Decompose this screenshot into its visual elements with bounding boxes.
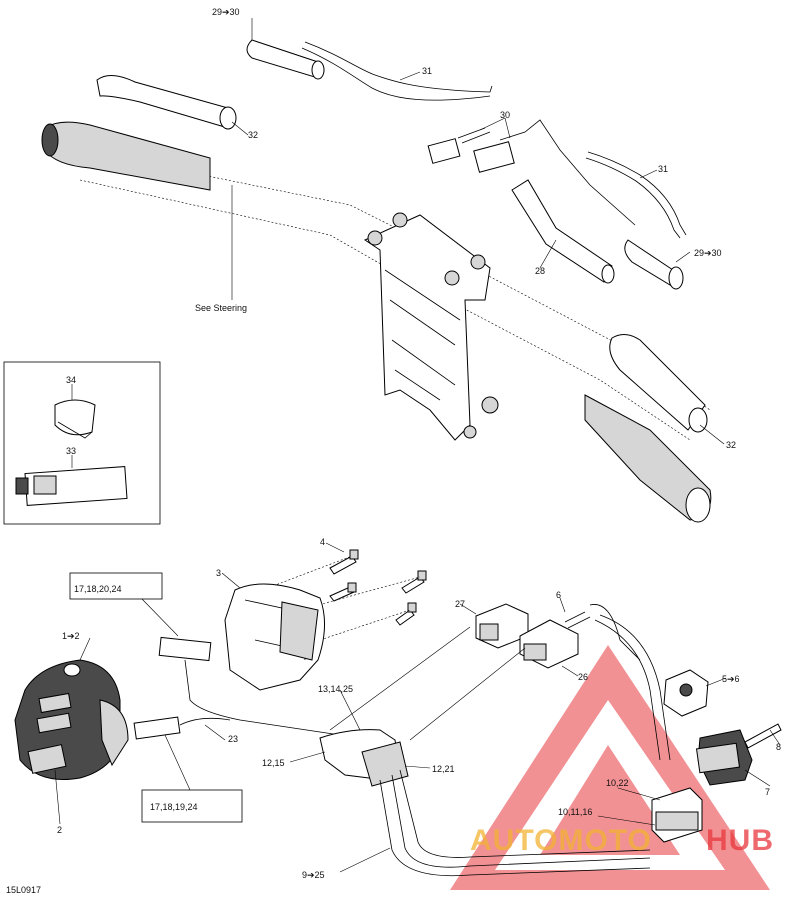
callout-8: 8 — [776, 742, 781, 752]
callout-31-right: 31 — [658, 164, 668, 174]
callout-7: 7 — [765, 787, 770, 797]
grip-sleeve-left — [96, 75, 237, 130]
switch-housing-3 — [224, 583, 326, 691]
callout-5-6: 5➔6 — [722, 674, 740, 684]
callout-10-22: 10,22 — [606, 778, 629, 788]
callout-17-18-20-24: 17,18,20,24 — [74, 584, 122, 594]
callout-box-17-18-19-24 — [141, 789, 243, 823]
connector-17-18 — [133, 636, 341, 740]
callout-26: 26 — [578, 672, 588, 682]
tube-28 — [511, 179, 615, 284]
callout-1-2: 1➔2 — [62, 631, 80, 641]
callout-6: 6 — [556, 590, 561, 600]
callout-9-25: 9➔25 — [302, 870, 325, 880]
cable-tie-34-icon — [54, 399, 96, 439]
callout-10-11-16: 10,11,16 — [558, 807, 592, 817]
callout-23: 23 — [228, 734, 238, 744]
callout-32-right: 32 — [726, 440, 736, 450]
connector-27 — [475, 603, 529, 649]
callout-29-30-top: 29➔30 — [212, 7, 240, 17]
handlebar-riser — [363, 212, 499, 441]
callout-33: 33 — [66, 446, 76, 456]
watermark-text-a: AUTOMOTO — [470, 824, 652, 857]
heating-element-right — [624, 239, 684, 290]
heating-element-top — [246, 39, 493, 101]
callout-12-21: 12,21 — [432, 764, 455, 774]
callout-30: 30 — [500, 110, 510, 120]
wiring-harness-9 — [319, 614, 671, 877]
callout-27: 27 — [455, 599, 465, 609]
connector-10-22 — [651, 787, 703, 843]
heater-wire-right — [587, 151, 687, 236]
connector-26 — [519, 619, 579, 669]
callout-2: 2 — [57, 825, 62, 835]
accessory-inset-box — [3, 361, 161, 525]
callout-34: 34 — [66, 375, 76, 385]
switch-5-6 — [663, 669, 709, 717]
callout-17-18-19-24: 17,18,19,24 — [150, 802, 198, 812]
switch-7 — [695, 729, 753, 786]
callout-3: 3 — [216, 568, 221, 578]
callout-see-steering: See Steering — [195, 303, 247, 313]
terminal-6 — [564, 604, 641, 661]
callout-31-top: 31 — [422, 66, 432, 76]
callout-29-30-right: 29➔30 — [694, 248, 722, 258]
callout-12-15: 12,15 — [262, 758, 285, 768]
leader-lines — [54, 18, 781, 873]
diagram-code: 15L0917 — [6, 885, 41, 895]
callout-32-top: 32 — [248, 130, 258, 140]
screw-8 — [744, 723, 782, 749]
handlebar — [41, 121, 712, 523]
callout-28: 28 — [535, 266, 545, 276]
left-switch-block — [14, 659, 129, 781]
callout-box-17-18-20-24 — [69, 572, 163, 600]
grip-sleeve-right — [609, 334, 708, 433]
callout-4: 4 — [320, 537, 325, 547]
connector-30 — [427, 119, 636, 226]
callout-13-14-25: 13,14,25 — [318, 684, 353, 694]
adhesive-tube-33-icon — [15, 466, 128, 506]
watermark-text-b: HUB — [706, 824, 774, 857]
